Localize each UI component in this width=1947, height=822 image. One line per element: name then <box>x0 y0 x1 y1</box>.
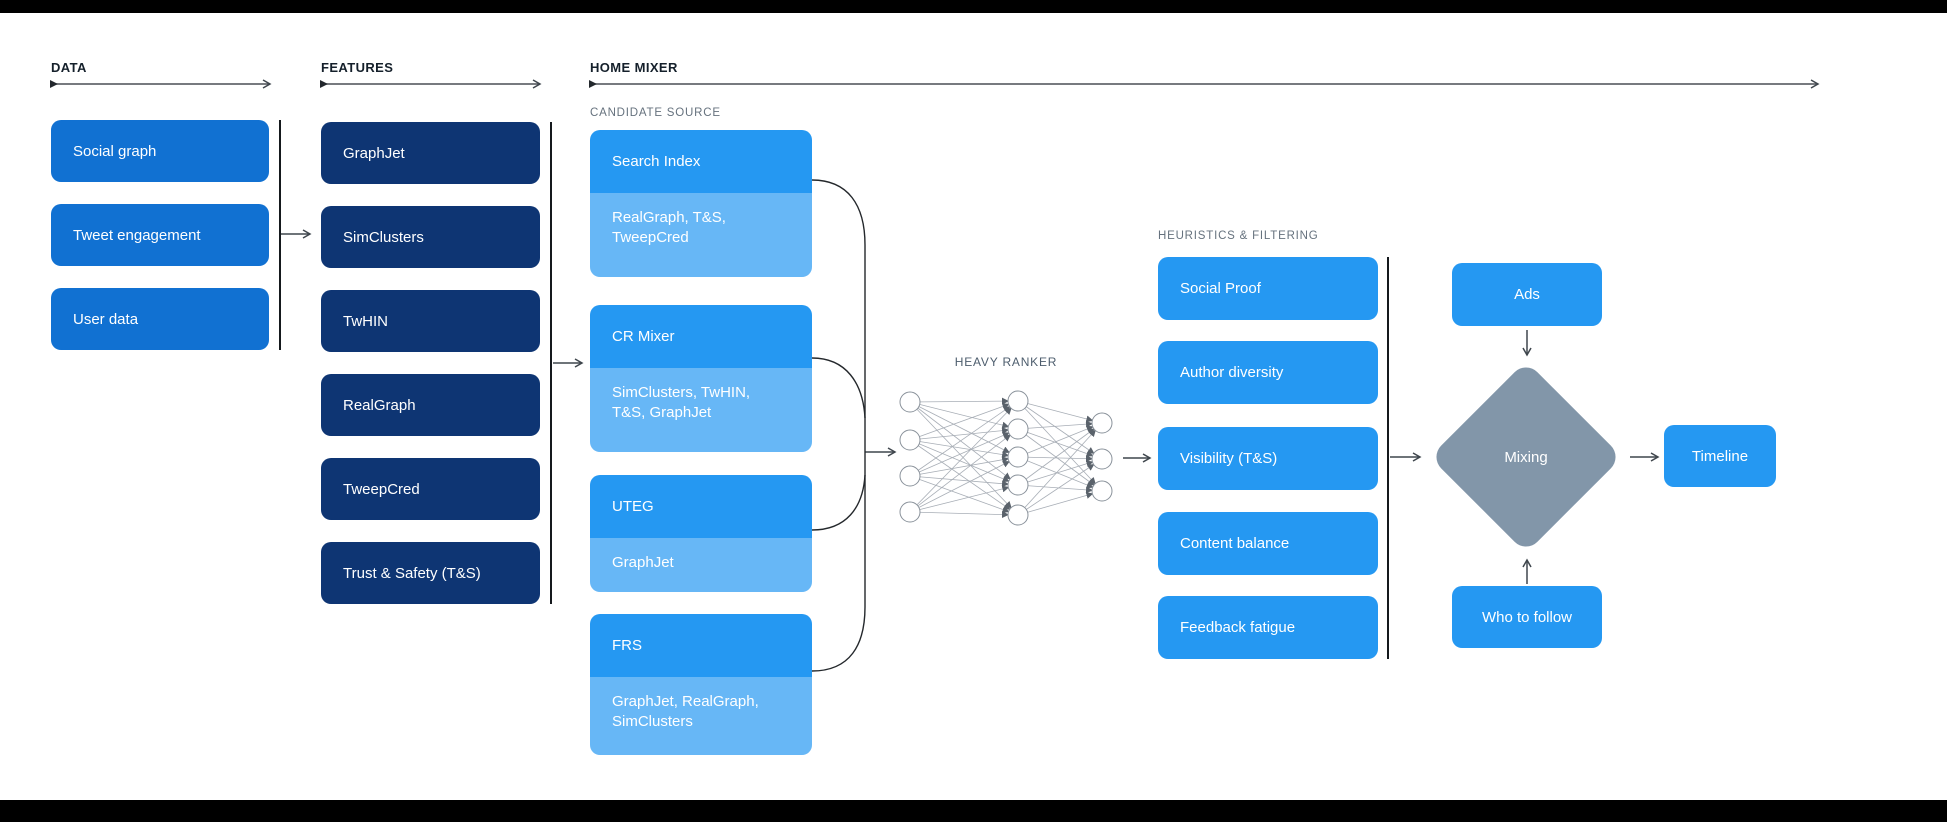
feature-box-realgraph: RealGraph <box>321 374 540 436</box>
box-label: Tweet engagement <box>73 226 201 244</box>
bottom-letterbox-bar <box>0 800 1947 822</box>
candidate-title: UTEG <box>590 475 812 538</box>
box-label: Visibility (T&S) <box>1180 450 1278 467</box>
box-label: TweepCred <box>343 480 420 498</box>
heuristics-label: HEURISTICS & FILTERING <box>1158 230 1319 242</box>
box-label: Author diversity <box>1180 364 1284 381</box>
box-label: TwHIN <box>343 312 388 330</box>
feature-box-graphjet: GraphJet <box>321 122 540 184</box>
box-label: GraphJet <box>343 144 405 162</box>
box-label: User data <box>73 310 139 328</box>
feature-box-trust-safety: Trust & Safety (T&S) <box>321 542 540 604</box>
candidate-source-label: CANDIDATE SOURCE <box>590 107 721 119</box>
feature-box-tweepcred: TweepCred <box>321 458 540 520</box>
candidate-title: Search Index <box>590 130 812 193</box>
box-label: Ads <box>1514 286 1540 303</box>
candidate-group-frs: FRS GraphJet, RealGraph, SimClusters <box>590 614 812 755</box>
feature-box-twhin: TwHIN <box>321 290 540 352</box>
candidate-group-uteg: UTEG GraphJet <box>590 475 812 592</box>
data-box-tweet-engagement: Tweet engagement <box>51 204 269 266</box>
heuristic-box-visibility: Visibility (T&S) <box>1158 427 1378 490</box>
data-box-user-data: User data <box>51 288 269 350</box>
feature-box-simclusters: SimClusters <box>321 206 540 268</box>
box-label: Who to follow <box>1481 608 1573 626</box>
box-label: Feedback fatigue <box>1180 619 1296 636</box>
box-label: Timeline <box>1691 447 1749 465</box>
neural-network-edges <box>909 397 1103 519</box>
ads-box: Ads <box>1452 263 1602 326</box>
section-label-features: FEATURES <box>321 60 394 75</box>
mixing-diamond-label: Mixing <box>1504 448 1548 466</box>
candidate-sub-sources: RealGraph, T&S, TweepCred <box>590 193 812 277</box>
section-label-home-mixer: HOME MIXER <box>590 60 678 75</box>
candidate-group-search-index: Search Index RealGraph, T&S, TweepCred <box>590 130 812 277</box>
heuristic-box-author-diversity: Author diversity <box>1158 341 1378 404</box>
candidate-group-cr-mixer: CR Mixer SimClusters, TwHIN, T&S, GraphJ… <box>590 305 812 452</box>
heuristic-box-content-balance: Content balance <box>1158 512 1378 575</box>
neural-network-nodes <box>899 390 1113 526</box>
box-label: RealGraph <box>343 396 416 414</box>
who-to-follow-box: Who to follow <box>1452 586 1602 648</box>
candidate-sub-sources: GraphJet, RealGraph, SimClusters <box>590 677 812 755</box>
candidate-title: CR Mixer <box>590 305 812 368</box>
heuristic-box-feedback-fatigue: Feedback fatigue <box>1158 596 1378 659</box>
box-label: Trust & Safety (T&S) <box>343 564 481 582</box>
heavy-ranker-label: HEAVY RANKER <box>954 355 1058 369</box>
candidate-title: FRS <box>590 614 812 677</box>
box-label: Social graph <box>73 142 157 160</box>
box-label: Social Proof <box>1180 280 1261 297</box>
candidate-sub-sources: GraphJet <box>590 538 812 592</box>
candidate-sub-sources: SimClusters, TwHIN, T&S, GraphJet <box>590 368 812 452</box>
heuristic-box-social-proof: Social Proof <box>1158 257 1378 320</box>
box-label: SimClusters <box>343 228 424 246</box>
top-letterbox-bar <box>0 0 1947 13</box>
timeline-box: Timeline <box>1664 425 1776 487</box>
data-box-social-graph: Social graph <box>51 120 269 182</box>
box-label: Content balance <box>1180 535 1290 552</box>
section-label-data: DATA <box>51 60 87 75</box>
